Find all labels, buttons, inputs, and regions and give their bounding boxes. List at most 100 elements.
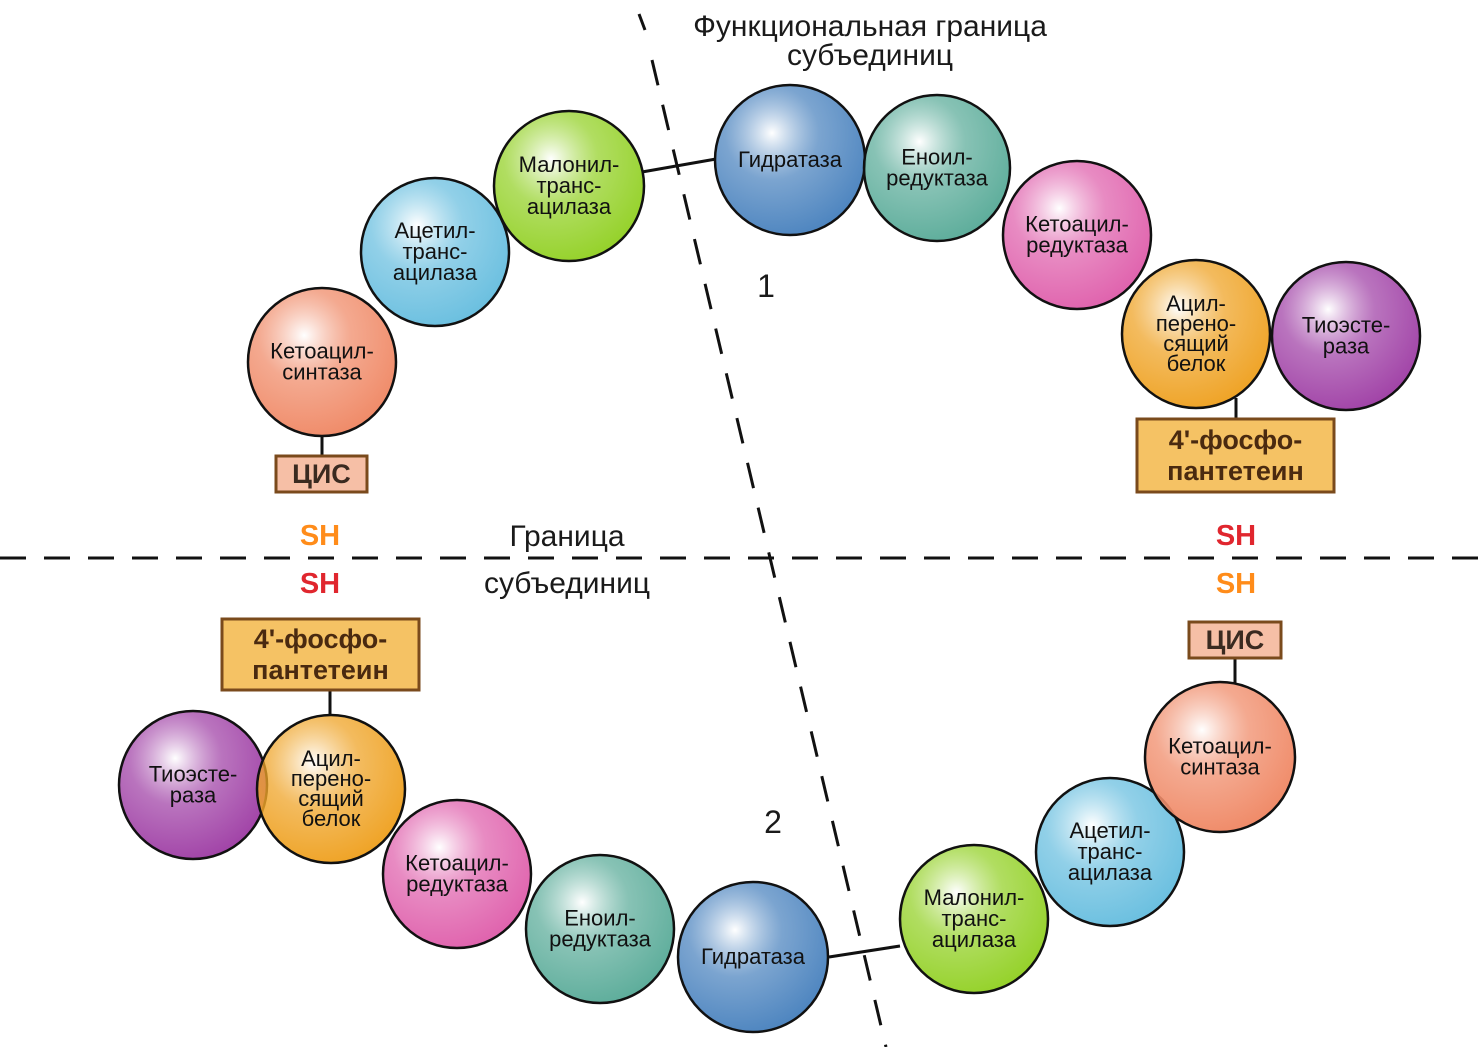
enzyme-label-line: редуктаза: [406, 872, 509, 897]
connector-malonyl-hydratase-top: [641, 157, 717, 174]
enzyme-malonyl-bottom: Малонил-транс-ацилаза: [898, 843, 1050, 995]
enzyme-circle: [524, 853, 676, 1005]
sh-bottom-right-label: SH: [1216, 568, 1256, 600]
subunit-number-2: 2: [764, 804, 782, 840]
box-label-line: 4'-фосфо-: [1169, 425, 1303, 455]
enzyme-ketoacyl-reductase-top: Кетоацил-редуктаза: [1001, 159, 1153, 311]
enzyme-circle: [246, 286, 398, 438]
enzyme-label-line: Ацетил-: [1069, 818, 1150, 843]
box-label-line: пантетеин: [1167, 456, 1304, 486]
enzyme-label-line: ацилаза: [393, 260, 478, 285]
enzyme-ketoacyl-reductase-bottom: Кетоацил-редуктаза: [381, 798, 533, 950]
enzyme-label-line: перено-: [1156, 311, 1236, 336]
enzyme-label-line: транс-: [536, 173, 601, 198]
enzyme-circle: [676, 880, 830, 1034]
enzyme-label-line: Тиоэсте-: [1302, 313, 1391, 338]
enzyme-circle: [1270, 260, 1422, 412]
enzyme-label-line: Ацил-: [301, 746, 361, 771]
enzyme-label-line: Еноил-: [901, 145, 973, 170]
enzyme-circle: [359, 176, 511, 328]
box-label-line: ЦИС: [1206, 625, 1265, 655]
enzyme-ketoacyl-synthase-top: Кетоацил-синтаза: [246, 286, 398, 438]
enzyme-label-line: синтаза: [282, 360, 362, 385]
box-rect: [274, 454, 369, 494]
box-cis-bottom: ЦИС: [1187, 620, 1283, 660]
enzyme-label-line: транс-: [402, 239, 467, 264]
enzyme-malonyl-top: Малонил-транс-ацилаза: [492, 109, 646, 263]
enzyme-label-line: белок: [302, 806, 361, 831]
box-rect: [1135, 417, 1336, 494]
box-rect: [1187, 620, 1283, 660]
sh-top-left-label: SH: [300, 520, 340, 552]
enzyme-label-line: Малонил-: [519, 152, 620, 177]
box-label-line: 4'-фосфо-: [254, 624, 388, 654]
sh-bottom-left-label: SH: [300, 568, 340, 600]
enzyme-label-line: белок: [1167, 351, 1226, 376]
enzyme-label-line: ацилаза: [1068, 860, 1153, 885]
enzyme-label-line: транс-: [1077, 839, 1142, 864]
enzyme-circle: [381, 798, 533, 950]
enzyme-label-line: синтаза: [1180, 755, 1260, 780]
enzyme-hydratase-top: Гидратаза: [713, 83, 867, 237]
enzyme-circle: [255, 713, 407, 865]
enzyme-label-line: редуктаза: [1026, 233, 1129, 258]
enzyme-circle: [898, 843, 1050, 995]
enzyme-hydratase-bottom: Гидратаза: [676, 880, 830, 1034]
enzyme-label-line: Кетоацил-: [1168, 734, 1272, 759]
connector-lines: [0, 13, 1480, 1048]
enzyme-thioesterase-bottom: Тиоэсте-раза: [117, 709, 269, 861]
box-phosphopantetheine-top: 4'-фосфо-пантетеин: [1135, 417, 1336, 494]
enzyme-label-line: Кетоацил-: [405, 851, 509, 876]
enzyme-ketoacyl-synthase-bottom: Кетоацил-синтаза: [1143, 680, 1297, 834]
functional-boundary-tick: [637, 13, 647, 31]
functional-boundary-line: [650, 59, 888, 1048]
enzyme-label-line: перено-: [291, 766, 371, 791]
enzyme-label-line: раза: [170, 783, 217, 808]
box-label-line: пантетеин: [252, 655, 389, 685]
box-rect: [220, 617, 421, 692]
subunit-boundary-caption-line-1: Граница: [509, 520, 624, 553]
enzyme-label-line: Гидратаза: [701, 944, 806, 969]
enzyme-enoyl-reductase-top: Еноил-редуктаза: [862, 93, 1012, 243]
connector-hydratase-malonyl-bottom: [828, 944, 901, 959]
enzyme-acetyl-bottom: Ацетил-транс-ацилаза: [1034, 776, 1186, 928]
enzyme-label-line: ацилаза: [527, 194, 612, 219]
enzyme-circle: [1034, 776, 1186, 928]
enzyme-circle: [1120, 258, 1272, 410]
enzyme-label-line: Ацил-: [1166, 291, 1226, 316]
enzyme-label-line: редуктаза: [549, 927, 652, 952]
enzyme-label-line: Еноил-: [564, 906, 636, 931]
subunit-boundary-caption-line-2: субъединиц: [484, 567, 650, 600]
enzyme-label-line: Кетоацил-: [270, 339, 374, 364]
enzyme-circle: [1001, 159, 1153, 311]
box-label-line: ЦИС: [292, 459, 351, 489]
box-cis-top: ЦИС: [274, 454, 369, 494]
enzyme-label-line: сящий: [1163, 331, 1229, 356]
enzyme-label-line: Малонил-: [924, 885, 1025, 910]
enzyme-circle: [1143, 680, 1297, 834]
enzyme-label-line: Кетоацил-: [1025, 212, 1129, 237]
enzyme-label-line: сящий: [298, 786, 364, 811]
enzyme-thioesterase-top: Тиоэсте-раза: [1270, 260, 1422, 412]
enzyme-label-line: раза: [1323, 334, 1370, 359]
subunit-number-1: 1: [757, 268, 775, 304]
sh-top-right-label: SH: [1216, 520, 1256, 552]
enzyme-circle: [492, 109, 646, 263]
functional-boundary-caption-line-1: Функциональная граница: [693, 10, 1047, 43]
enzyme-label-line: транс-: [941, 906, 1006, 931]
enzyme-label-line: Ацетил-: [394, 218, 475, 243]
enzyme-acetyl-top: Ацетил-транс-ацилаза: [359, 176, 511, 328]
functional-boundary-caption-line-2: субъединиц: [787, 39, 953, 72]
enzyme-label-line: Тиоэсте-: [149, 762, 238, 787]
box-phosphopantetheine-bottom: 4'-фосфо-пантетеин: [220, 617, 421, 692]
enzyme-label-line: ацилаза: [932, 927, 1017, 952]
enzyme-label-line: редуктаза: [886, 166, 989, 191]
enzyme-label-line: Гидратаза: [738, 147, 843, 172]
enzyme-circle: [862, 93, 1012, 243]
